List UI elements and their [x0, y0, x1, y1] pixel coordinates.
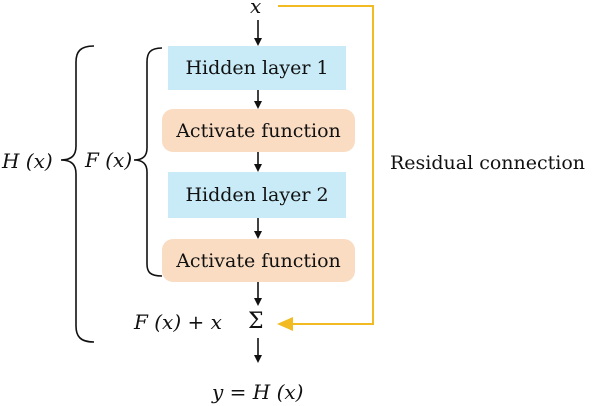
sum-symbol: Σ	[248, 309, 264, 334]
residual-connection-label: Residual connection	[390, 152, 586, 174]
output-y-label: y = H (x)	[212, 380, 304, 404]
residual-connection-line	[278, 5, 374, 325]
activation-function-2-box: Activate function	[162, 239, 355, 282]
f-brace	[133, 47, 163, 277]
f-x-label: F (x)	[85, 148, 133, 172]
h-x-label: H (x)	[2, 149, 53, 173]
residual-connection-arrowhead	[277, 317, 293, 331]
sum-expression-label: F (x) + x	[134, 310, 222, 334]
h-brace	[60, 45, 95, 343]
activation-function-1-box: Activate function	[162, 109, 355, 152]
hidden-layer-1-box: Hidden layer 1	[168, 46, 346, 90]
hidden-layer-2-box: Hidden layer 2	[168, 172, 346, 218]
input-x-label: x	[250, 0, 262, 18]
